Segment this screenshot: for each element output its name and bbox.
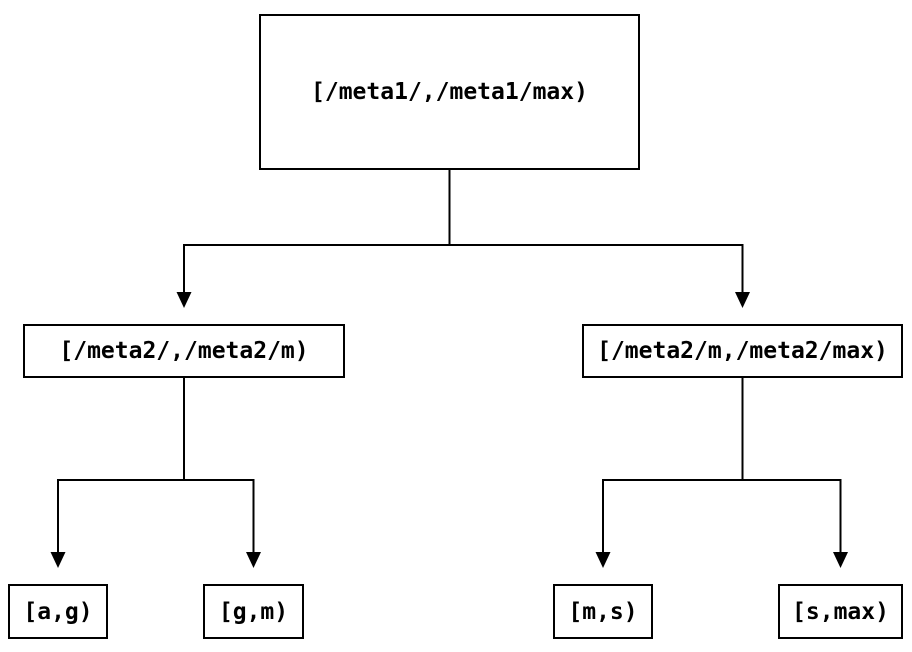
- edge-right-child-to-leaf-3: [602, 378, 744, 552]
- arrowhead-icon: [50, 552, 66, 568]
- arrowhead-icon: [176, 292, 192, 308]
- edge-left-child-to-leaf-1: [57, 378, 185, 552]
- tree-node-leaf-1: [a,g): [8, 584, 108, 639]
- tree-node-left-child: [/meta2/,/meta2/m): [23, 324, 345, 378]
- tree-node-leaf-3: [m,s): [553, 584, 653, 639]
- edge-right-child-to-leaf-4: [741, 378, 842, 552]
- tree-node-leaf-3-label: [m,s): [568, 598, 638, 625]
- tree-node-left-child-label: [/meta2/,/meta2/m): [59, 338, 309, 364]
- arrowhead-icon: [833, 552, 848, 568]
- tree-node-root: [/meta1/,/meta1/max): [259, 14, 640, 170]
- tree-node-leaf-4: [s,max): [778, 584, 903, 639]
- edge-root-to-left-child: [183, 170, 451, 292]
- edge-root-to-right-child: [448, 170, 744, 292]
- tree-node-right-child-label: [/meta2/m,/meta2/max): [597, 338, 888, 364]
- tree-node-leaf-2-label: [g,m): [218, 598, 289, 625]
- tree-node-root-label: [/meta1/,/meta1/max): [311, 79, 588, 105]
- arrowhead-icon: [735, 292, 750, 308]
- tree-node-leaf-1-label: [a,g): [23, 598, 93, 625]
- arrowhead-icon: [246, 552, 261, 568]
- tree-node-leaf-2: [g,m): [203, 584, 304, 639]
- arrowhead-icon: [595, 552, 611, 568]
- tree-node-right-child: [/meta2/m,/meta2/max): [582, 324, 903, 378]
- edge-left-child-to-leaf-2: [183, 378, 255, 552]
- tree-node-leaf-4-label: [s,max): [792, 598, 889, 625]
